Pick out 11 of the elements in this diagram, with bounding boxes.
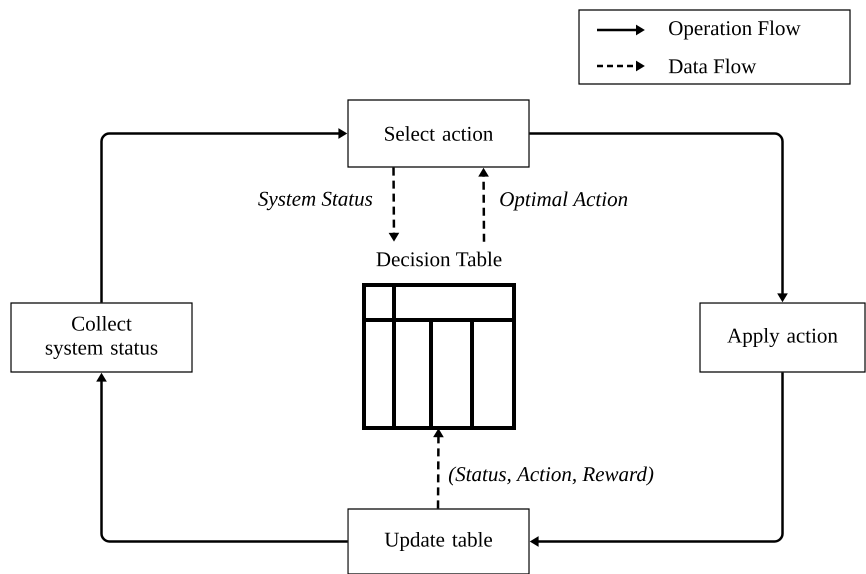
table-icon — [362, 283, 516, 430]
process-box: Select action — [347, 99, 530, 168]
table-heading: Decision Table — [376, 252, 502, 266]
legend-label: Operation Flow — [669, 20, 801, 40]
process-box: Collect system status — [10, 302, 193, 373]
process-box: Update table — [347, 508, 530, 574]
process-box: Apply action — [699, 302, 866, 373]
edge-label: System Status — [258, 192, 372, 210]
edge-label: (Status, Action, Reward) — [448, 466, 654, 486]
legend-label: Data Flow — [668, 58, 756, 74]
edge-label: Optimal Action — [500, 191, 628, 211]
